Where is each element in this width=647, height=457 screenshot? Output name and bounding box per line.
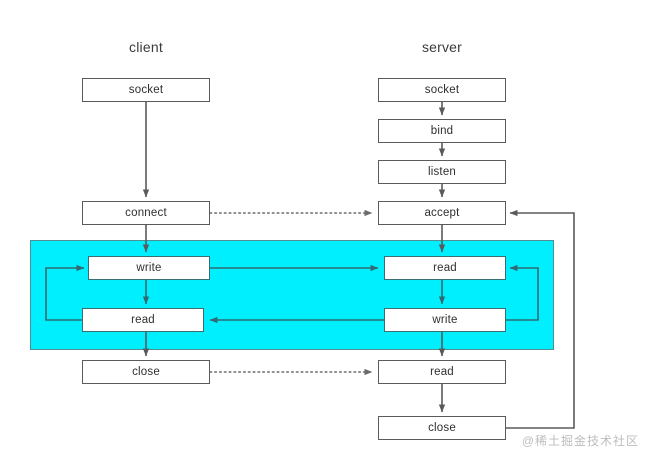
column-title-client: client (129, 39, 163, 55)
node-label: connect (125, 207, 167, 219)
node-label: read (433, 262, 457, 274)
node-label: close (428, 422, 456, 434)
node-label: socket (424, 84, 460, 96)
node-server-read-1[interactable]: read (384, 256, 506, 280)
node-client-socket[interactable]: socket (82, 78, 210, 102)
node-label: write (136, 262, 162, 274)
node-label: listen (427, 166, 457, 178)
node-server-listen[interactable]: listen (378, 160, 506, 184)
node-label: read (131, 314, 155, 326)
node-server-write[interactable]: write (384, 308, 506, 332)
node-label: read (430, 366, 454, 378)
node-client-connect[interactable]: connect (82, 201, 210, 225)
node-server-bind[interactable]: bind (378, 119, 506, 143)
node-server-read-2[interactable]: read (378, 360, 506, 384)
node-label: close (132, 366, 160, 378)
node-label: socket (128, 84, 164, 96)
node-label: bind (430, 125, 454, 137)
node-client-write[interactable]: write (88, 256, 210, 280)
node-server-accept[interactable]: accept (378, 201, 506, 225)
node-label: accept (424, 207, 460, 219)
node-server-close[interactable]: close (378, 416, 506, 440)
node-client-close[interactable]: close (82, 360, 210, 384)
node-server-socket[interactable]: socket (378, 78, 506, 102)
watermark: @稀土掘金技术社区 (521, 434, 639, 448)
node-client-read[interactable]: read (82, 308, 204, 332)
column-title-server: server (421, 39, 463, 55)
node-label: write (432, 314, 458, 326)
